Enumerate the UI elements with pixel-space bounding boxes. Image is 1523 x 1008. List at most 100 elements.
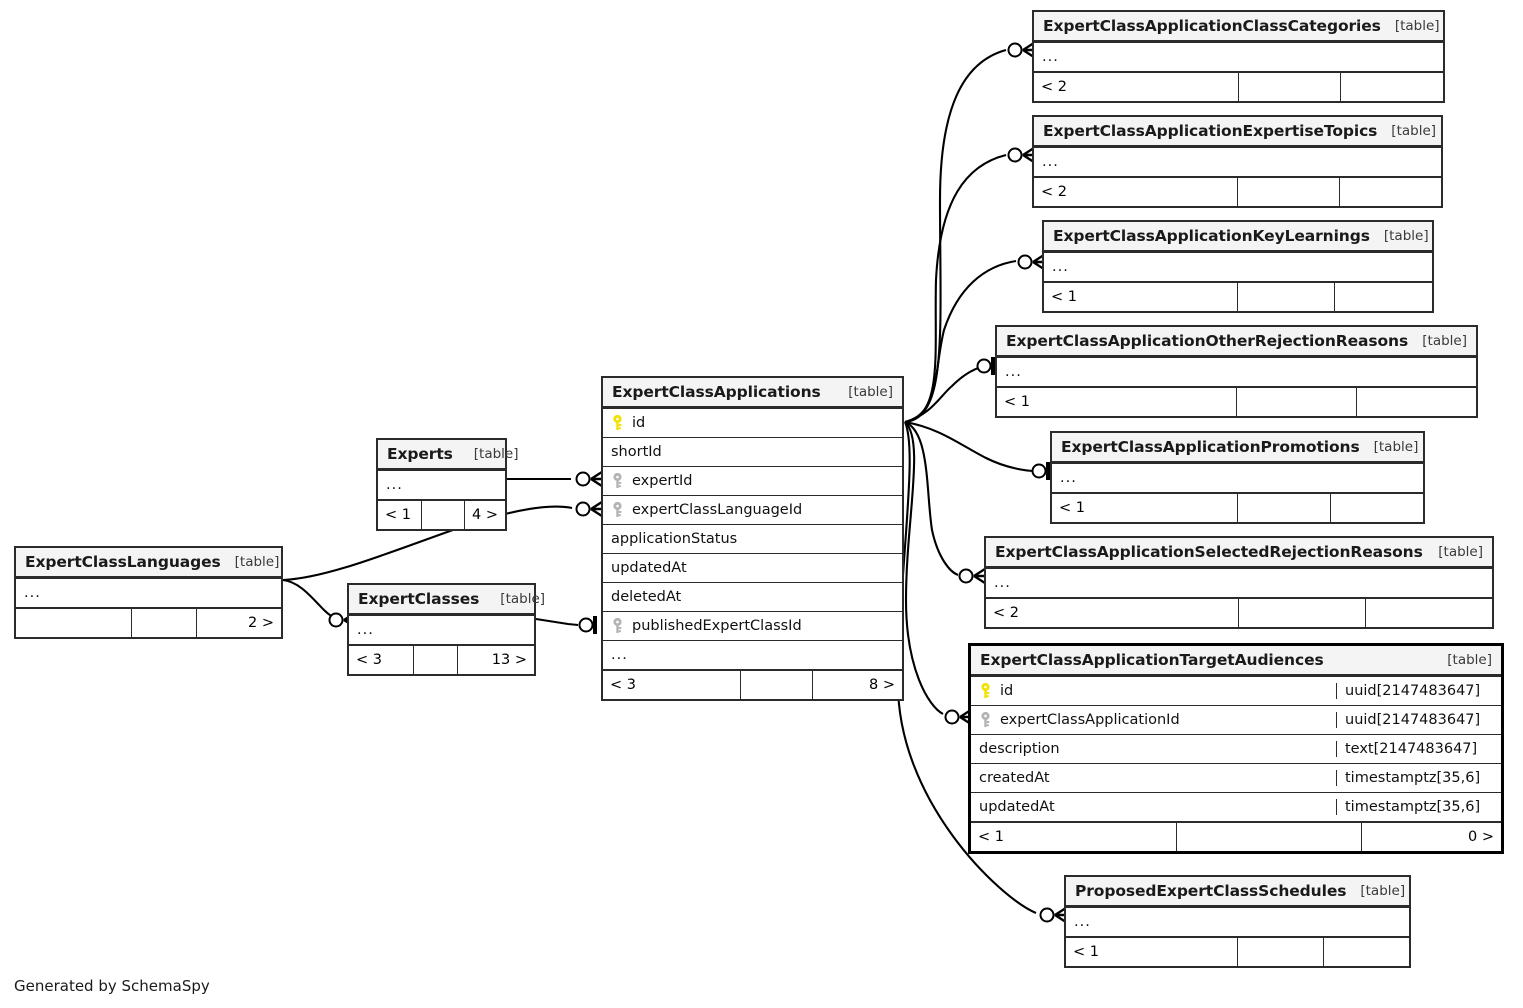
table-footer: < 1 xyxy=(1052,492,1423,522)
column-label: expertId xyxy=(632,473,693,489)
column-row[interactable]: publishedExpertClassId xyxy=(603,611,902,640)
table-expert-class-application-other-rejection-reasons[interactable]: ExpertClassApplicationOtherRejectionReas… xyxy=(995,325,1478,418)
column-row-ellipsis[interactable]: ... xyxy=(1034,42,1443,71)
ellipsis-label: ... xyxy=(1052,259,1069,275)
column-name-cell: createdAt xyxy=(971,770,1336,786)
column-row-ellipsis[interactable]: ... xyxy=(16,578,281,607)
table-expert-class-application-promotions[interactable]: ExpertClassApplicationPromotions[table].… xyxy=(1050,431,1425,524)
column-row-ellipsis[interactable]: ... xyxy=(986,568,1492,597)
ellipsis-label: ... xyxy=(1074,914,1091,930)
ellipsis-label: ... xyxy=(994,575,1011,591)
ellipsis-label: ... xyxy=(386,477,403,493)
table-header: ExpertClassApplicationTargetAudiences [ta… xyxy=(971,646,1501,676)
column-row[interactable]: id xyxy=(603,408,902,437)
column-row-ellipsis[interactable]: ... xyxy=(1034,147,1441,176)
table-header: ExpertClassApplicationExpertiseTopics[ta… xyxy=(1034,117,1441,147)
column-row[interactable]: expertClassLanguageId xyxy=(603,495,902,524)
table-proposed-expert-class-schedules[interactable]: ProposedExpertClassSchedules[table]...< … xyxy=(1064,875,1411,968)
footer-child-count xyxy=(1339,178,1441,206)
ellipsis-label: ... xyxy=(24,585,41,601)
column-row-ellipsis[interactable]: ... xyxy=(349,615,534,644)
table-header: ExpertClassApplicationSelectedRejectionR… xyxy=(986,538,1492,568)
table-title: ProposedExpertClassSchedules xyxy=(1075,882,1347,900)
table-type-tag: [table] xyxy=(1383,228,1429,244)
footer-spacer xyxy=(421,501,463,529)
column-row-ellipsis[interactable]: ... xyxy=(603,640,902,669)
table-footer: < 3 13 > xyxy=(349,644,534,674)
foreign-key-icon xyxy=(979,712,992,728)
primary-key-icon xyxy=(611,415,624,431)
table-title: ExpertClassApplicationTargetAudiences xyxy=(980,651,1324,669)
column-name-cell: updatedAt xyxy=(971,799,1336,815)
column-label: expertClassApplicationId xyxy=(1000,712,1180,728)
table-footer: < 2 xyxy=(986,597,1492,627)
column-name-cell: applicationStatus xyxy=(603,531,902,547)
ellipsis-label: ... xyxy=(1060,470,1077,486)
column-row-ellipsis[interactable]: ... xyxy=(1052,463,1423,492)
column-type: uuid[2147483647] xyxy=(1336,683,1501,699)
column-label: description xyxy=(979,741,1060,757)
column-row[interactable]: id uuid[2147483647] xyxy=(971,676,1501,705)
footer-parent-count: < 1 xyxy=(1051,289,1077,305)
footer-spacer xyxy=(1236,283,1335,311)
column-row[interactable]: updatedAt xyxy=(603,553,902,582)
footer-parent-count: < 2 xyxy=(1041,184,1067,200)
generator-note: Generated by SchemaSpy xyxy=(14,977,210,995)
column-row-ellipsis[interactable]: ... xyxy=(997,357,1476,386)
column-name-cell: expertClassApplicationId xyxy=(971,712,1336,728)
table-title: ExpertClassApplicationSelectedRejectionR… xyxy=(995,543,1423,561)
table-type-tag: [table] xyxy=(1447,652,1492,668)
column-label: expertClassLanguageId xyxy=(632,502,803,518)
table-type-tag: [table] xyxy=(234,554,280,570)
footer-child-count: 0 > xyxy=(1361,823,1501,851)
column-label: applicationStatus xyxy=(611,531,738,547)
column-row[interactable]: deletedAt xyxy=(603,582,902,611)
foreign-key-icon xyxy=(611,473,624,489)
footer-spacer xyxy=(740,671,812,699)
column-label: deletedAt xyxy=(611,589,682,605)
table-footer: < 1 xyxy=(997,386,1476,416)
footer-child-count: 8 > xyxy=(812,671,902,699)
table-title: ExpertClassApplicationOtherRejectionReas… xyxy=(1006,332,1409,350)
column-label: publishedExpertClassId xyxy=(632,618,802,634)
table-type-tag: [table] xyxy=(1438,544,1483,560)
table-expert-class-application-key-learnings[interactable]: ExpertClassApplicationKeyLearnings[table… xyxy=(1042,220,1434,313)
column-row-ellipsis[interactable]: ... xyxy=(1066,907,1409,936)
column-label: id xyxy=(1000,683,1014,699)
column-row[interactable]: shortId xyxy=(603,437,902,466)
ellipsis-label: ... xyxy=(1042,49,1059,65)
column-row-ellipsis[interactable]: ... xyxy=(1044,252,1432,281)
table-expert-class-application-expertise-topics[interactable]: ExpertClassApplicationExpertiseTopics[ta… xyxy=(1032,115,1443,208)
table-expert-class-application-selected-rejection-reasons[interactable]: ExpertClassApplicationSelectedRejectionR… xyxy=(984,536,1494,629)
table-title: ExpertClassLanguages xyxy=(25,553,221,571)
table-expert-class-application-class-categories[interactable]: ExpertClassApplicationClassCategories[ta… xyxy=(1032,10,1445,103)
column-row[interactable]: applicationStatus xyxy=(603,524,902,553)
column-row-ellipsis[interactable]: ... xyxy=(378,470,505,499)
table-type-tag: [table] xyxy=(1373,439,1419,455)
footer-child-count: 13 > xyxy=(456,646,534,674)
table-header: ExpertClassLanguages [table] xyxy=(16,548,281,578)
ellipsis-label: ... xyxy=(357,622,374,638)
table-expert-class-languages[interactable]: ExpertClassLanguages [table]... 2 > xyxy=(14,546,283,639)
column-label: shortId xyxy=(611,444,662,460)
footer-child-count: 2 > xyxy=(195,609,281,637)
table-header: ExpertClassApplicationPromotions[table] xyxy=(1052,433,1423,463)
column-row[interactable]: expertId xyxy=(603,466,902,495)
footer-parent-count: < 1 xyxy=(1073,944,1099,960)
table-expert-class-application-target-audiences[interactable]: ExpertClassApplicationTargetAudiences [ta… xyxy=(968,643,1504,854)
table-title: ExpertClassApplicationExpertiseTopics xyxy=(1043,122,1378,140)
column-name-cell: updatedAt xyxy=(603,560,902,576)
ellipsis-label: ... xyxy=(1005,364,1022,380)
footer-spacer xyxy=(1176,823,1361,851)
column-name-cell: publishedExpertClassId xyxy=(603,618,902,634)
table-footer: < 2 xyxy=(1034,71,1443,101)
footer-parent-count: < 3 xyxy=(356,652,382,668)
